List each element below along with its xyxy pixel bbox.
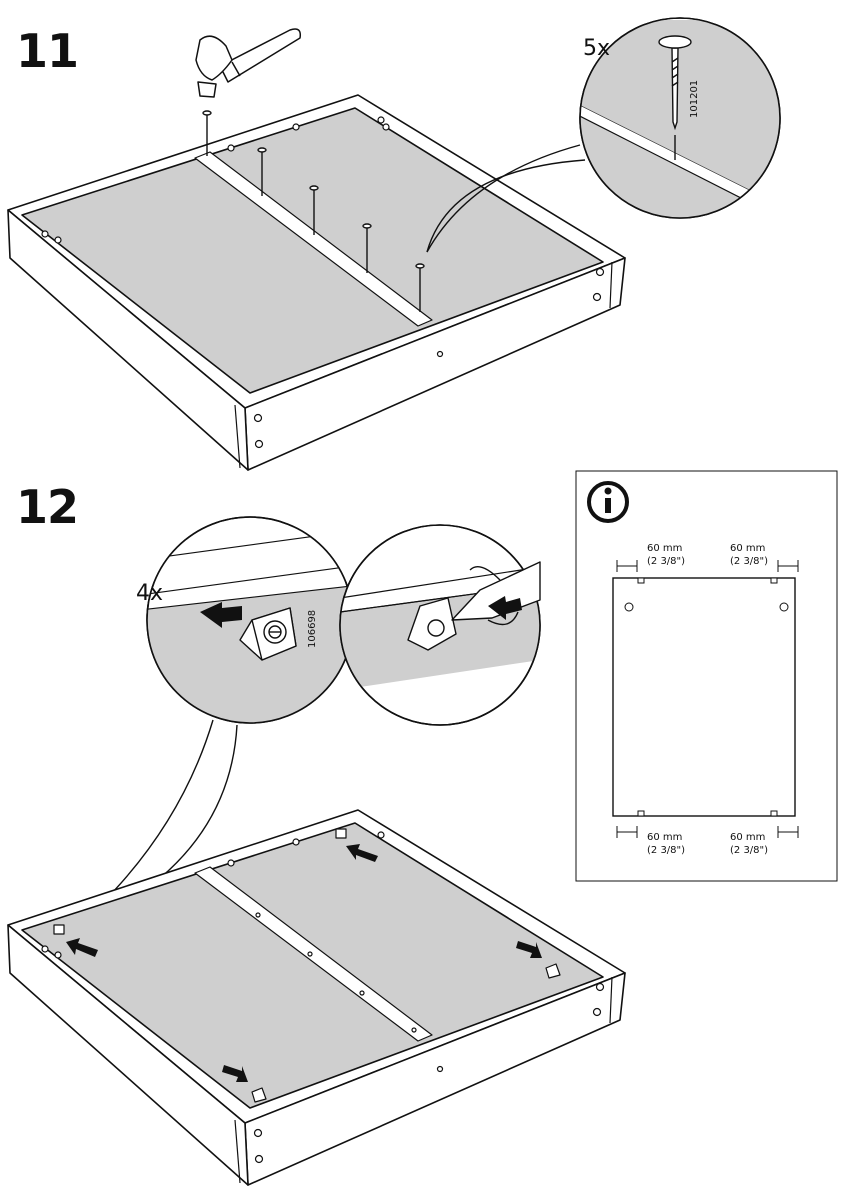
dim-bottom-right-inch: (2 3/8"): [730, 845, 768, 856]
info-panel: 60 mm (2 3/8") 60 mm (2 3/8") 60 mm (2 3…: [575, 470, 838, 882]
rotate-arrow-icon: [488, 596, 522, 620]
step-11-number: 11: [16, 24, 79, 78]
dim-top-right-inch: (2 3/8"): [730, 556, 768, 567]
screwdriver-detail-circle: [339, 524, 541, 726]
step-12-number: 12: [16, 480, 79, 534]
step-11-frame: [7, 94, 626, 471]
dim-top-left-mm: 60 mm: [647, 543, 682, 554]
info-circle-icon: [587, 481, 629, 523]
hammer-icon: [195, 28, 302, 98]
step-11-part-number: 101201: [689, 80, 700, 118]
callout-leader: [426, 159, 586, 253]
direction-arrows: [66, 844, 542, 1082]
nail-detail-circle: [579, 17, 781, 219]
step-12-quantity: 4x: [136, 581, 163, 606]
dim-top-right-mm: 60 mm: [730, 543, 765, 554]
dim-bottom-left-mm: 60 mm: [647, 832, 682, 843]
dim-bottom-left-inch: (2 3/8"): [647, 845, 685, 856]
dim-bottom-right-mm: 60 mm: [730, 832, 765, 843]
dim-top-left-inch: (2 3/8"): [647, 556, 685, 567]
step-11-quantity: 5x: [583, 36, 610, 61]
step-12-part-number: 106698: [307, 610, 318, 648]
cam-lock-detail-circle: [146, 516, 354, 724]
step-12-frame: [7, 809, 626, 1186]
